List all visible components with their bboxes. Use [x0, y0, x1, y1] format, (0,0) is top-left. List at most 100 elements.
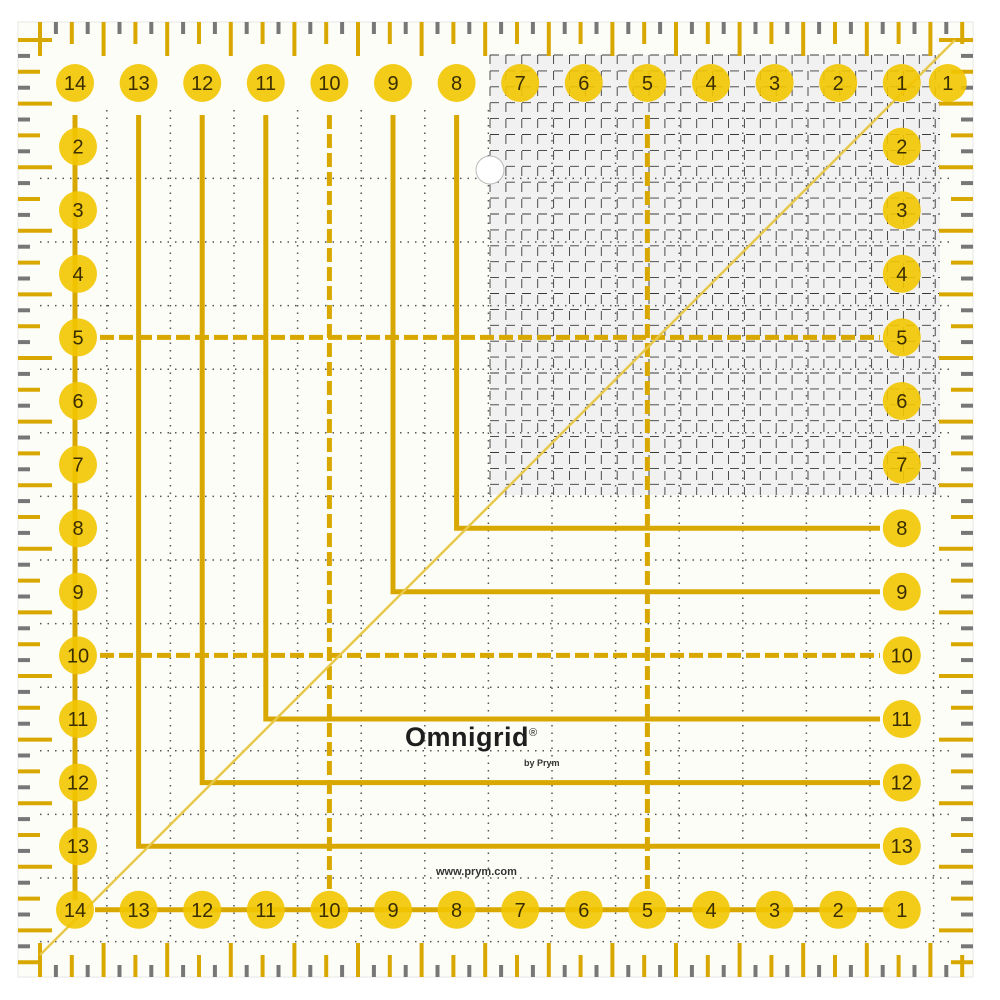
right-scale-label: 2	[896, 137, 907, 159]
left-scale-label: 10	[67, 645, 89, 667]
top-scale-label: 10	[318, 73, 340, 95]
top-scale-label-circle	[374, 64, 412, 102]
top-scale-label-circle	[437, 64, 476, 102]
bottom-scale-label: 7	[515, 900, 526, 922]
right-scale-label-circle	[882, 827, 921, 866]
top-scale-label: 6	[578, 73, 589, 95]
top-scale-label: 8	[451, 73, 462, 95]
top-scale-label: 7	[515, 73, 526, 95]
top-scale-label: 3	[769, 73, 780, 95]
right-scale-label-circle	[882, 763, 921, 802]
brand-name: Omnigrid	[405, 722, 529, 752]
bottom-scale-label: 6	[578, 900, 589, 922]
left-scale-label-circle	[59, 191, 97, 230]
right-scale-label-circle	[882, 572, 921, 611]
bottom-scale-label: 14	[64, 900, 86, 922]
left-scale-label-circle	[59, 318, 97, 357]
top-scale-label: 4	[705, 73, 716, 95]
bottom-scale-label-circle	[310, 890, 349, 929]
corner-guide-line	[263, 115, 880, 722]
right-scale-label: 8	[896, 518, 907, 540]
right-scale-label-circle	[882, 382, 921, 420]
right-scale-label: 1	[942, 73, 953, 95]
right-scale-label-circle	[882, 700, 921, 738]
website-label: www.prym.com	[436, 866, 517, 878]
right-scale-label-circle	[882, 254, 921, 293]
registered-mark: ®	[529, 727, 538, 739]
top-scale-label-circle	[56, 64, 94, 102]
left-scale-label-circle	[59, 254, 97, 293]
bottom-scale-label-circle	[692, 890, 730, 929]
left-scale-label-circle	[59, 700, 97, 738]
top-scale-label-circle	[692, 64, 730, 102]
right-scale-label: 5	[896, 327, 907, 349]
top-scale-label: 2	[833, 73, 844, 95]
left-scale-label: 6	[72, 391, 83, 413]
top-scale-label: 9	[387, 73, 398, 95]
top-scale-label: 14	[64, 73, 86, 95]
bottom-scale-label: 3	[769, 900, 780, 922]
left-scale-label-circle	[59, 127, 97, 166]
right-scale-label: 6	[896, 391, 907, 413]
bottom-scale-label: 1	[896, 900, 907, 922]
bottom-scale-label-circle	[119, 890, 158, 929]
top-scale-label-circle	[310, 64, 349, 102]
top-scale-label-circle	[501, 64, 540, 102]
left-scale-label-circle	[59, 763, 97, 802]
diagonal-line	[39, 39, 956, 956]
bottom-scale-label-circle	[819, 890, 858, 929]
left-scale-label-circle	[59, 509, 97, 548]
top-scale-label: 1	[896, 73, 907, 95]
corner-guide-line	[454, 115, 880, 531]
right-scale-label-circle	[882, 127, 921, 166]
corner-guide-line	[390, 115, 880, 595]
bottom-scale-label: 9	[387, 900, 398, 922]
top-scale-label: 11	[255, 73, 276, 95]
right-scale-label-circle	[882, 636, 921, 675]
top-scale-label-circle	[246, 64, 285, 102]
right-scale-label: 11	[891, 709, 912, 731]
bottom-scale-label-circle	[755, 890, 794, 929]
left-scale-label: 3	[72, 200, 83, 222]
left-scale-label: 12	[67, 773, 89, 795]
left-scale-label: 7	[72, 455, 83, 477]
top-scale-label-circle	[183, 64, 222, 102]
right-scale-label: 13	[891, 836, 913, 858]
bottom-scale-label: 12	[191, 900, 213, 922]
bottom-scale-label-circle	[564, 890, 603, 929]
left-scale-label-circle	[59, 636, 97, 675]
right-scale-label: 12	[891, 773, 913, 795]
left-scale-label: 5	[72, 327, 83, 349]
brand-logo: Omnigrid®	[405, 722, 538, 753]
bottom-scale-label: 8	[451, 900, 462, 922]
right-scale-label-circle	[882, 509, 921, 548]
right-scale-label-circle	[882, 445, 921, 484]
bottom-scale-label-circle	[56, 890, 94, 929]
left-scale-label: 4	[72, 264, 83, 286]
right-scale-label-circle	[928, 64, 967, 102]
bottom-scale-label-circle	[374, 890, 412, 929]
top-scale-label-circle	[564, 64, 603, 102]
left-scale-label: 11	[68, 709, 89, 731]
bottom-scale-label-circle	[628, 890, 667, 929]
right-scale-label: 3	[896, 200, 907, 222]
bottom-scale-label: 13	[127, 900, 149, 922]
bottom-scale-label: 10	[318, 900, 340, 922]
maker-label: by Prym	[524, 758, 560, 768]
top-scale-label: 13	[127, 73, 149, 95]
left-scale-label: 8	[72, 518, 83, 540]
bottom-scale-label: 11	[255, 900, 276, 922]
left-scale-label-circle	[59, 827, 97, 866]
right-scale-label: 4	[896, 264, 907, 286]
top-scale-label-circle	[882, 64, 921, 102]
left-scale-label: 2	[72, 137, 83, 159]
top-scale-label: 5	[642, 73, 653, 95]
left-scale-label-circle	[59, 382, 97, 420]
right-scale-label-circle	[882, 191, 921, 230]
left-scale-label: 13	[67, 836, 89, 858]
top-scale-label-circle	[819, 64, 858, 102]
right-scale-label: 7	[896, 455, 907, 477]
bottom-scale-label-circle	[437, 890, 476, 929]
